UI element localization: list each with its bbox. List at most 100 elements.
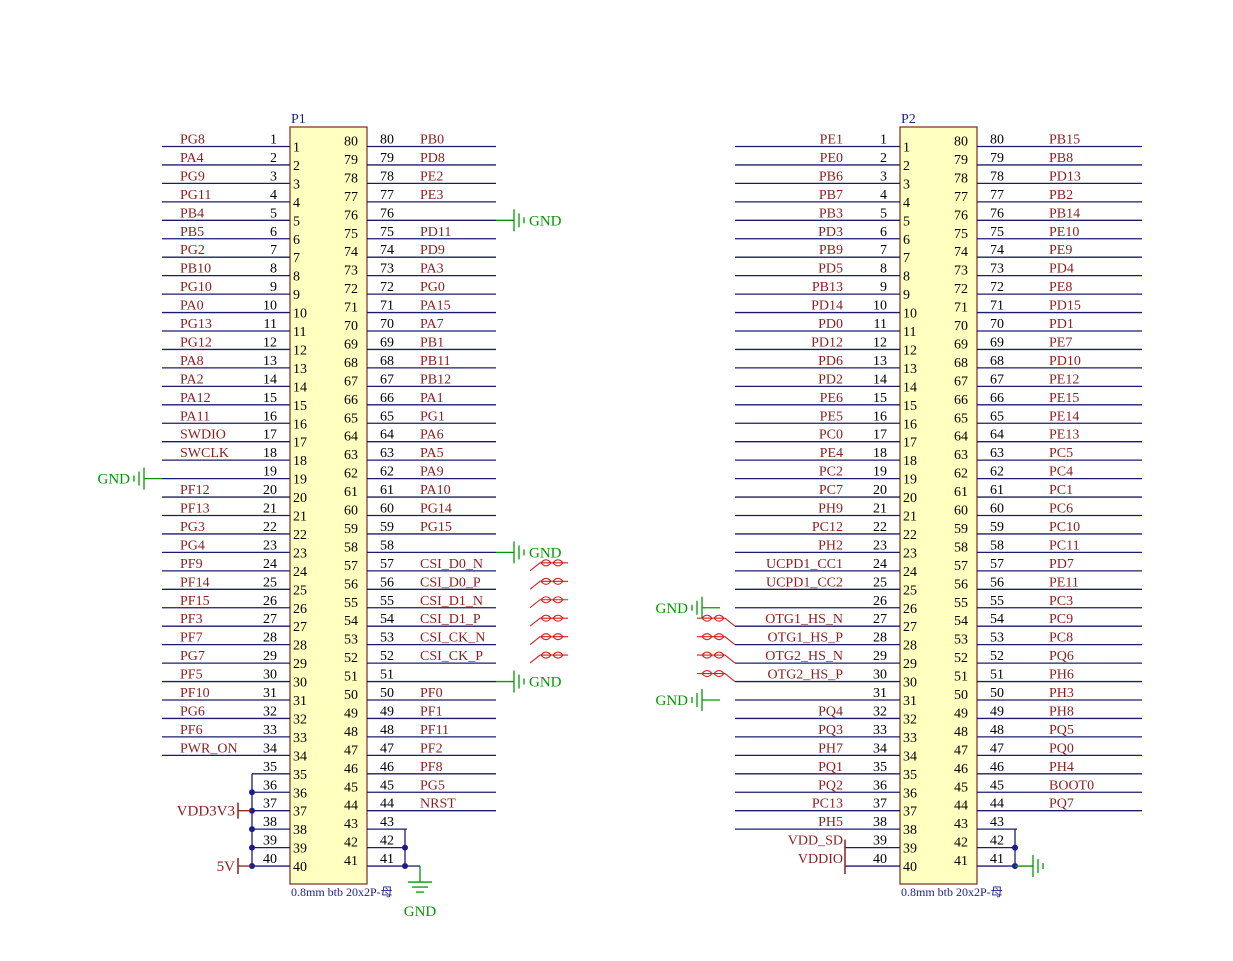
net-label: PB11 bbox=[420, 354, 451, 369]
diff-pair-lobe bbox=[701, 633, 713, 641]
pin-number: 37 bbox=[263, 797, 277, 812]
pin-number: 79 bbox=[380, 151, 394, 166]
pin-number-inner: 56 bbox=[344, 577, 358, 592]
net-label: PD2 bbox=[818, 372, 843, 387]
pin-number-inner: 14 bbox=[903, 380, 917, 395]
pin-number-inner: 30 bbox=[903, 676, 917, 691]
pin-number: 17 bbox=[873, 428, 887, 443]
pin-number-inner: 75 bbox=[344, 227, 358, 242]
net-label: CSI_CK_N bbox=[420, 631, 485, 646]
pin-number-inner: 80 bbox=[954, 135, 968, 150]
net-label: PF13 bbox=[180, 502, 210, 517]
diff-pair-lobe bbox=[540, 633, 552, 641]
pin-number-inner: 51 bbox=[954, 670, 968, 685]
pin-number: 24 bbox=[263, 557, 277, 572]
pin-number-inner: 7 bbox=[903, 251, 910, 266]
pin-number: 29 bbox=[873, 649, 887, 664]
pin-number-inner: 59 bbox=[344, 522, 358, 537]
diff-pair-lobe bbox=[701, 651, 713, 659]
net-label: CSI_D0_P bbox=[420, 575, 481, 590]
pin-number-inner: 65 bbox=[954, 411, 968, 426]
net-label: PA9 bbox=[420, 465, 444, 480]
net-label: PB15 bbox=[1049, 133, 1080, 148]
pin-number: 44 bbox=[380, 797, 394, 812]
net-label: PF7 bbox=[180, 631, 203, 646]
diff-pair-lobe bbox=[701, 670, 713, 678]
pin-number: 53 bbox=[380, 631, 394, 646]
pin-number: 59 bbox=[380, 520, 394, 535]
pin-number-inner: 36 bbox=[903, 786, 917, 801]
pin-number: 15 bbox=[873, 391, 887, 406]
pin-number: 44 bbox=[990, 797, 1004, 812]
pin-number-inner: 76 bbox=[344, 208, 358, 223]
pin-number: 35 bbox=[263, 760, 277, 775]
pin-number-inner: 67 bbox=[954, 374, 968, 389]
net-label: PA0 bbox=[180, 299, 204, 314]
pin-number-inner: 33 bbox=[903, 731, 917, 746]
diff-pair-lobe bbox=[552, 633, 564, 641]
pin-number: 74 bbox=[380, 243, 394, 258]
pin-number: 68 bbox=[380, 354, 394, 369]
pin-number-inner: 72 bbox=[954, 282, 968, 297]
pin-number: 10 bbox=[873, 299, 887, 314]
pin-number-inner: 77 bbox=[344, 190, 358, 205]
pin-number: 23 bbox=[263, 538, 277, 553]
pin-number: 14 bbox=[263, 372, 277, 387]
pin-number-inner: 65 bbox=[344, 411, 358, 426]
net-label: PQ3 bbox=[818, 723, 843, 738]
diff-pair-lobe bbox=[713, 614, 725, 622]
diff-pair-icon bbox=[529, 559, 568, 572]
connector-footprint: 0.8mm btb 20x2P-母 bbox=[291, 885, 393, 899]
pin-number-inner: 44 bbox=[954, 799, 968, 814]
pin-number-inner: 66 bbox=[344, 393, 358, 408]
pin-number-inner: 20 bbox=[903, 491, 917, 506]
pin-number: 39 bbox=[873, 834, 887, 849]
pin-number: 2 bbox=[880, 151, 887, 166]
pin-number-inner: 74 bbox=[344, 245, 358, 260]
pin-number-inner: 7 bbox=[293, 251, 300, 266]
pin-number-inner: 70 bbox=[954, 319, 968, 334]
power-label: GND bbox=[529, 213, 562, 229]
diff-pair-lobe bbox=[540, 559, 552, 567]
pin-number: 6 bbox=[880, 225, 887, 240]
pin-number: 36 bbox=[873, 778, 887, 793]
pin-number: 5 bbox=[880, 206, 887, 221]
pin-number-inner: 58 bbox=[954, 540, 968, 555]
pin-number-inner: 27 bbox=[293, 620, 307, 635]
pin-number-inner: 64 bbox=[954, 430, 968, 445]
pin-number: 51 bbox=[990, 668, 1004, 683]
net-label: PA3 bbox=[420, 262, 444, 277]
junction-dot bbox=[249, 789, 255, 796]
pin-number: 30 bbox=[873, 668, 887, 683]
pin-number-inner: 40 bbox=[293, 860, 307, 875]
net-label: PC9 bbox=[1049, 612, 1073, 627]
pin-number: 69 bbox=[380, 335, 394, 350]
net-label: PC8 bbox=[1049, 631, 1073, 646]
net-label: PB4 bbox=[180, 206, 204, 221]
pin-number-inner: 77 bbox=[954, 190, 968, 205]
pin-number: 3 bbox=[270, 169, 277, 184]
pin-number: 39 bbox=[263, 834, 277, 849]
diff-pair-stroke bbox=[529, 654, 568, 664]
pin-number-inner: 57 bbox=[344, 559, 358, 574]
net-label: PG7 bbox=[180, 649, 205, 664]
net-label: PH6 bbox=[1049, 668, 1074, 683]
pin-number-inner: 49 bbox=[344, 706, 358, 721]
pin-number-inner: 17 bbox=[903, 436, 917, 451]
pin-number: 58 bbox=[380, 538, 394, 553]
pin-number: 6 bbox=[270, 225, 277, 240]
net-label: PF6 bbox=[180, 723, 203, 738]
pin-number-inner: 18 bbox=[903, 454, 917, 469]
net-label: PB9 bbox=[819, 243, 843, 258]
pin-number: 66 bbox=[380, 391, 394, 406]
net-label: PA7 bbox=[420, 317, 444, 332]
net-label: OTG2_HS_N bbox=[765, 649, 843, 664]
pin-number-inner: 63 bbox=[954, 448, 968, 463]
pin-number: 66 bbox=[990, 391, 1004, 406]
pin-number-inner: 10 bbox=[293, 307, 307, 322]
pin-number: 38 bbox=[263, 815, 277, 830]
pin-number: 76 bbox=[990, 206, 1004, 221]
